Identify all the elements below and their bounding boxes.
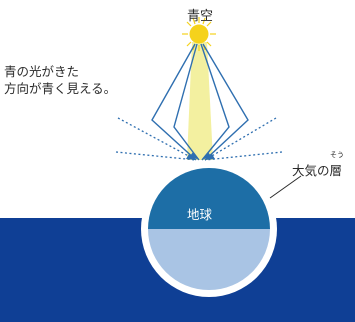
earth-label: 地球	[187, 207, 213, 222]
ray-arrowheads	[186, 152, 215, 160]
blue-light-label-line2: 方向が青く見える。	[4, 81, 117, 96]
blue-light-label-line1: 青の光がきた	[4, 64, 80, 79]
atmosphere-ruby: そう	[330, 151, 344, 159]
atmosphere-leader-line	[269, 175, 302, 199]
blue-light-label: 青の光がきた 方向が青く見える。	[4, 63, 116, 97]
perceived-direction-lines	[115, 117, 283, 161]
sky-label: 青空	[187, 9, 214, 24]
scattered-rays	[151, 43, 249, 161]
sunbeam	[187, 42, 213, 160]
atmosphere-label: 大気の層	[292, 163, 343, 178]
